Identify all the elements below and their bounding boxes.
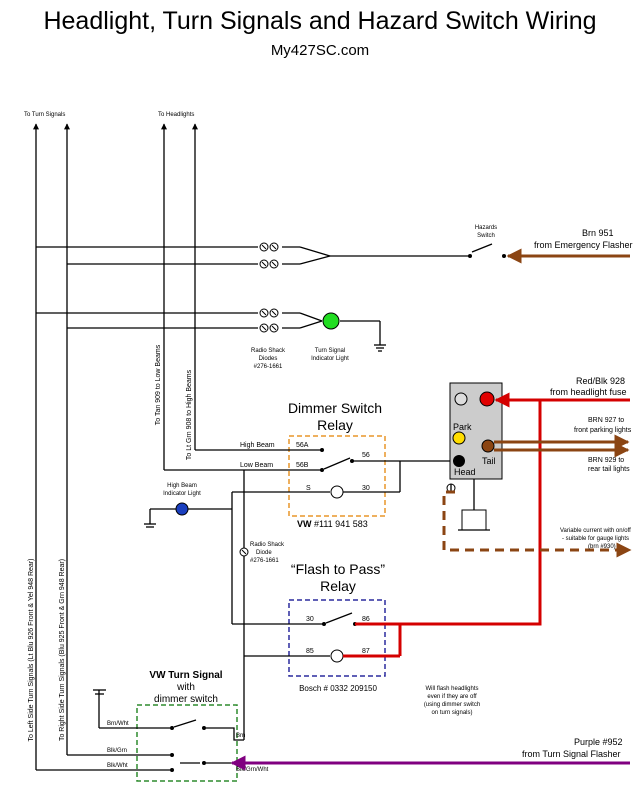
- pin-56b-label: 56B: [296, 462, 309, 469]
- flash-to-pass-coil-icon: [330, 649, 344, 663]
- pin-85-label: 85: [306, 648, 314, 655]
- turn-flasher-label: from Turn Signal Flasher: [522, 749, 621, 759]
- high-beam-indicator-label-2: Indicator Light: [163, 491, 201, 497]
- diode-label: Radio Shack: [250, 542, 285, 548]
- brn927-label: BRN 927 to: [588, 417, 624, 424]
- high-beam-indicator-light-icon: [175, 502, 189, 516]
- diode-marks: [261, 244, 277, 331]
- flash-to-pass-relay-title: “Flash to Pass”: [291, 561, 385, 577]
- diodes-label: Radio Shack: [251, 348, 286, 354]
- tail-terminal-icon: [481, 439, 495, 453]
- hazard-wires: [36, 246, 470, 352]
- blk-wht-label: Blk/Wht: [107, 763, 128, 769]
- dimmer-switch-contact: [323, 457, 351, 470]
- variable-current-label: Variable current with on/off: [560, 528, 631, 534]
- variable-current-wire: [442, 490, 632, 558]
- pin-56a-label: 56A: [296, 442, 309, 449]
- ltgrn-908-label: To Lt Grn 908 to High Beams: [186, 369, 193, 460]
- vw-turn-signal-title: VW Turn Signal: [149, 670, 222, 681]
- brn-wht-label: Brn/Wht: [107, 721, 129, 727]
- turn-indicator-label: Turn Signal: [315, 348, 345, 354]
- high-beam-indicator-label: High Beam: [167, 483, 197, 489]
- to-headlights-label: To Headlights: [158, 112, 194, 118]
- brn-label: Brn: [236, 733, 245, 739]
- pin-87-label: 87: [362, 648, 370, 655]
- flash-note-2: even if they are off: [427, 694, 477, 700]
- tail-label: Tail: [482, 456, 496, 466]
- pin-s-label: S: [306, 485, 311, 492]
- dimmer-coil-icon: [330, 485, 344, 499]
- flash-note: Will flash headlights: [425, 686, 478, 692]
- blk-grn-wht-label: Blk/Grn/Wht: [236, 767, 269, 773]
- low-beam-label: Low Beam: [240, 462, 273, 469]
- tan-909-label: To Tan 909 to Low Beams: [155, 344, 162, 425]
- diodes-label-3: #276-1661: [254, 364, 283, 370]
- diode-label-3: #276-1661: [250, 558, 279, 564]
- right-side-turn-label: To Right Side Turn Signals (Blu 925 Fron…: [59, 559, 66, 741]
- hazards-switch-label-2: Switch: [477, 233, 495, 239]
- vw-turn-signal-box: [136, 704, 238, 782]
- park-label: Park: [453, 422, 472, 432]
- diode-pair-icon: [259, 242, 279, 333]
- red-blk-928-label: Red/Blk 928: [576, 376, 625, 386]
- vw-turn-signal-title-2: with: [176, 682, 195, 693]
- dimmer-switch-relay-title-2: Relay: [317, 417, 353, 433]
- from-headlight-fuse-label: from headlight fuse: [550, 387, 627, 397]
- variable-current-label-2: - suitable for gauge lights: [562, 536, 629, 542]
- pin-56-label: 56: [362, 452, 370, 459]
- flash-note-3: (using dimmer switch: [424, 702, 480, 708]
- flash-to-pass-contact: [325, 612, 353, 624]
- rear-tail-label: rear tail lights: [588, 466, 630, 473]
- red-loop-wire: [400, 400, 542, 626]
- park-terminal-icon: [452, 431, 466, 445]
- high-beam-label: High Beam: [240, 442, 275, 449]
- diodes-label-2: Diodes: [259, 356, 278, 362]
- diode-label-2: Diode: [256, 550, 272, 556]
- emergency-flasher-label: from Emergency Flasher: [534, 240, 633, 250]
- left-side-turn-label: To Left Side Turn Signals (Lt Blu 926 Fr…: [28, 559, 35, 742]
- head-label: Head: [454, 467, 476, 477]
- vertical-bus-wires: [33, 123, 198, 770]
- diagram-title: Headlight, Turn Signals and Hazard Switc…: [43, 7, 596, 35]
- turn-signal-indicator-light-icon: [322, 312, 340, 330]
- pin-30-label: 30: [362, 485, 370, 492]
- flash-note-4: on turn signals): [431, 710, 472, 716]
- vw-relay-part-label: VW #111 941 583: [297, 519, 368, 529]
- vw-turn-signal-title-3: dimmer switch: [154, 694, 218, 705]
- turn-indicator-label-2: Indicator Light: [311, 356, 349, 362]
- brn929-label: BRN 929 to: [588, 457, 624, 464]
- dimmer-switch-relay-title: Dimmer Switch: [288, 400, 382, 416]
- head-terminal-icon: [453, 455, 465, 467]
- ground-icon: [93, 689, 106, 728]
- site-name: My427SC.com: [271, 42, 369, 59]
- pin-30-ftp-label: 30: [306, 616, 314, 623]
- hazards-switch-label: Hazards: [475, 225, 497, 231]
- front-parking-label: front parking lights: [574, 427, 632, 434]
- purple-952-label: Purple #952: [574, 737, 623, 747]
- variable-current-label-3: (brn #930): [588, 544, 616, 550]
- flash-to-pass-relay-title-2: Relay: [320, 578, 356, 594]
- hazards-switch-icon: [468, 243, 506, 258]
- bosch-part-label: Bosch # 0332 209150: [299, 684, 377, 693]
- to-turn-signals-label: To Turn Signals: [24, 112, 65, 118]
- pin-86-label: 86: [362, 616, 370, 623]
- brn951-label: Brn 951: [582, 228, 614, 238]
- headlight-switch: [446, 382, 503, 531]
- blk-grn-label: Blk/Grn: [107, 748, 127, 754]
- flash-to-pass-relay-box: [288, 599, 386, 677]
- dimmer-switch-relay-box: [288, 435, 386, 517]
